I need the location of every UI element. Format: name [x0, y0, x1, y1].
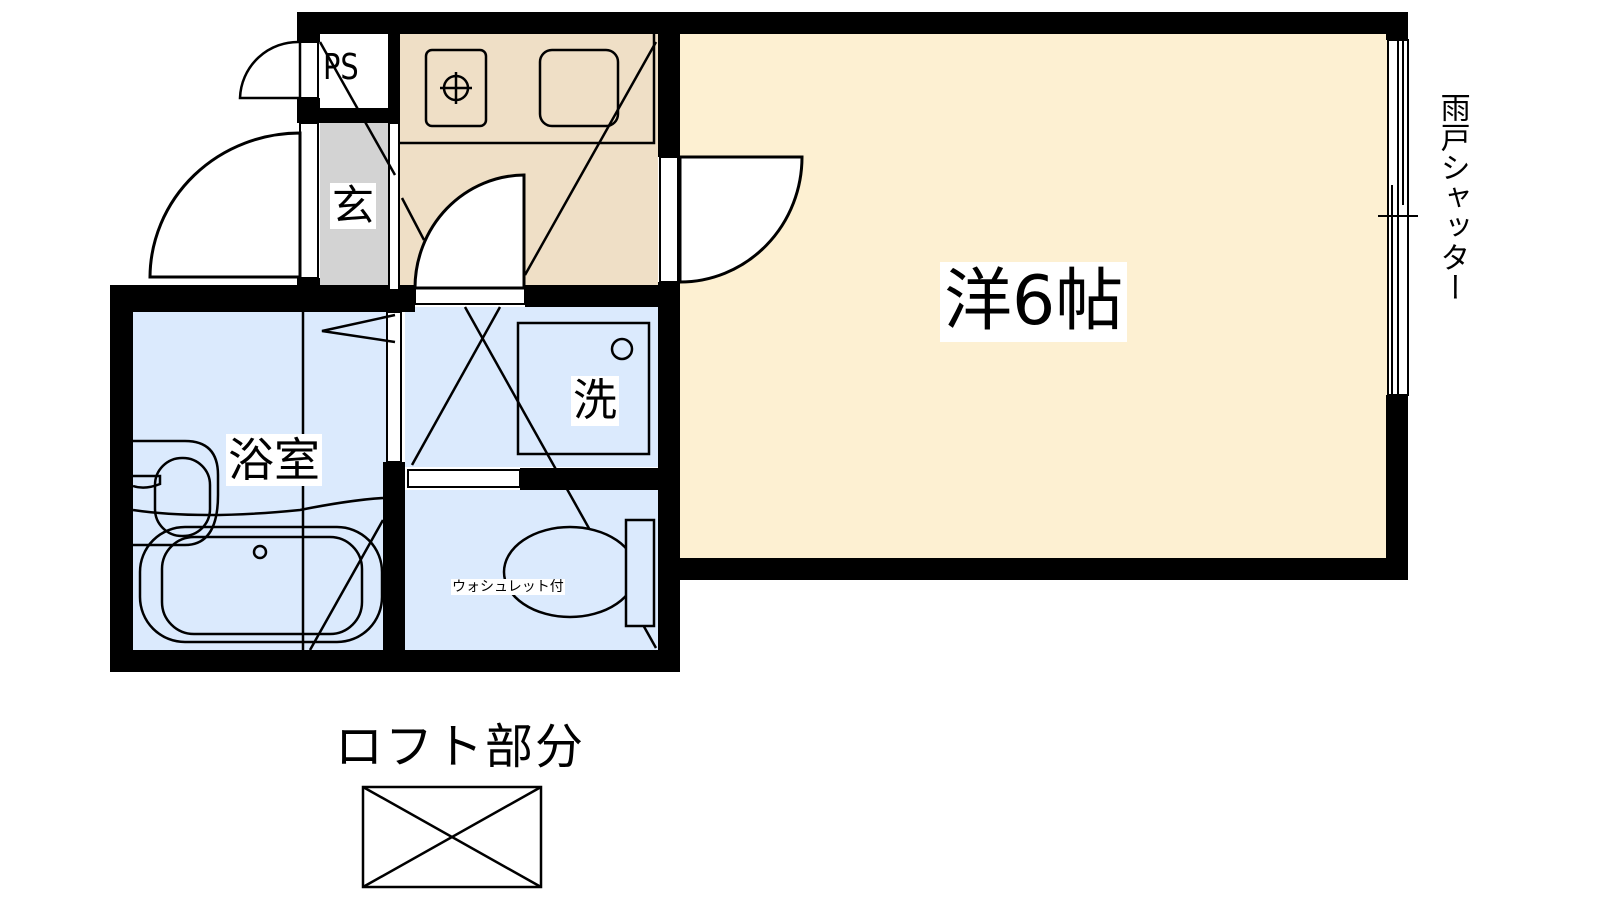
washing-machine-pan — [516, 321, 651, 456]
bathroom-label: 浴室 — [226, 433, 322, 487]
walls — [110, 12, 1408, 672]
toilet-label: ウォシュレット付 — [451, 579, 565, 595]
window-note-label: 雨戸シャッター — [1434, 92, 1470, 302]
front-door — [148, 131, 302, 279]
main-room-label: 洋6帖 — [940, 262, 1128, 342]
washroom-floor — [405, 307, 659, 467]
bathtub — [138, 525, 384, 644]
entrance-label: 玄 — [330, 181, 377, 230]
sink — [538, 48, 620, 128]
pipe-space-floor — [320, 34, 388, 108]
pipe-space-label: PS — [323, 47, 359, 88]
pipe-space-door — [238, 40, 302, 100]
door-swings — [148, 40, 804, 290]
kitchen-counter — [400, 34, 656, 145]
loft-label: ロフト部分 — [335, 719, 586, 775]
wash-basin — [133, 439, 220, 547]
openings — [299, 41, 679, 488]
loft-symbol — [361, 785, 543, 889]
room-door — [678, 155, 804, 284]
washroom-label: 洗 — [571, 375, 619, 426]
kitchen-to-wash-door — [413, 173, 526, 290]
window — [1378, 39, 1418, 396]
stove — [424, 48, 488, 128]
